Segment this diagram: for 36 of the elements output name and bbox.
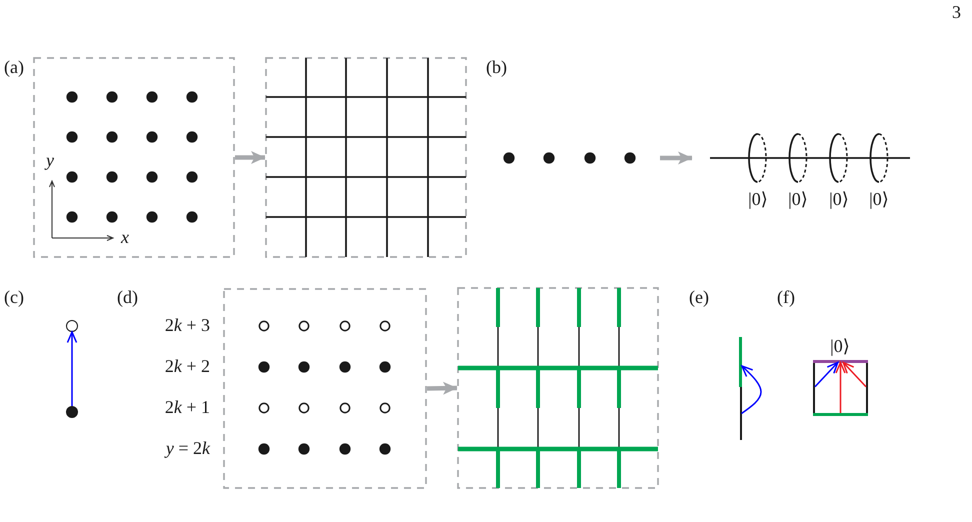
- state-label: |0⟩: [748, 190, 768, 210]
- row-label: 2k + 2: [164, 357, 210, 377]
- state-label: |0⟩: [830, 337, 850, 357]
- panel-label: (d): [117, 288, 138, 308]
- panel-label: (e): [689, 288, 709, 308]
- panel-label: (c): [4, 288, 24, 308]
- block-arrow: [235, 151, 266, 164]
- line-segment: [866, 362, 868, 413]
- state-label: |0⟩: [869, 190, 889, 210]
- dashed-frame: [33, 57, 235, 258]
- open-circle: [66, 320, 78, 332]
- filled-dot: [66, 406, 78, 418]
- arrow: [814, 362, 838, 388]
- page-number: 3: [952, 3, 961, 23]
- state-label: |0⟩: [829, 190, 849, 210]
- curved-arrow: [741, 365, 762, 414]
- line-segment: [740, 387, 742, 440]
- panel-label: (b): [486, 58, 507, 78]
- arrow: [66, 331, 78, 406]
- dashed-frame: [223, 288, 427, 489]
- row-label: 2k + 1: [164, 398, 210, 418]
- axis-label: y: [46, 151, 54, 171]
- row-label: 2k + 3: [164, 316, 210, 336]
- block-arrow: [426, 382, 458, 395]
- panel-label: (a): [4, 58, 24, 78]
- arrow: [835, 362, 846, 413]
- line-segment: [739, 337, 742, 387]
- panel-label: (f): [777, 288, 795, 308]
- block-arrow: [660, 152, 692, 164]
- row-label: y = 2k: [166, 439, 210, 459]
- arrow: [842, 362, 867, 388]
- line-segment: [813, 362, 815, 413]
- state-label: |0⟩: [788, 190, 808, 210]
- line-segment: [813, 360, 868, 362]
- line-segment: [813, 413, 868, 416]
- axis-label: x: [121, 228, 129, 248]
